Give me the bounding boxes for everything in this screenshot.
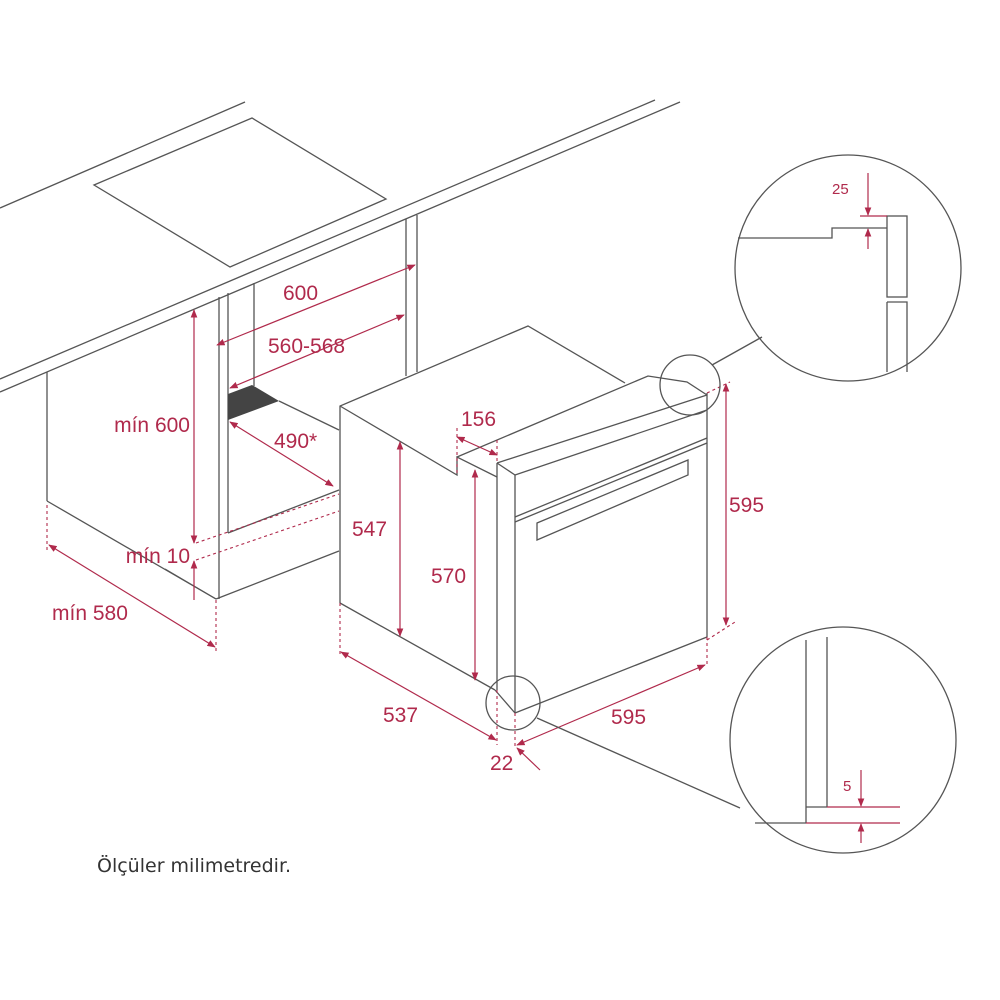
detail-callouts [485,154,962,854]
label-min-600: mín 600 [114,414,190,437]
label-depth-490: 490* [274,430,317,453]
label-width-560-568: 560-568 [268,335,345,358]
label-height-547: 547 [352,518,387,541]
label-min-580: mín 580 [52,602,128,625]
label-detail-5: 5 [843,778,851,795]
units-caption: Ölçüler milimetredir. [97,855,292,877]
countertop [0,99,681,393]
label-depth-156: 156 [461,408,496,431]
label-height-595: 595 [729,494,764,517]
label-depth-537: 537 [383,704,418,727]
label-width-595: 595 [611,706,646,729]
ventilation-slot [228,385,279,420]
oven [339,325,708,714]
label-width-600: 600 [283,282,318,305]
hob [92,117,388,268]
label-min-10: mín 10 [126,545,190,568]
label-height-570: 570 [431,565,466,588]
label-depth-22: 22 [490,752,513,775]
label-detail-25: 25 [832,181,849,198]
oven-handle [536,459,689,541]
dimension-lines [46,264,736,771]
